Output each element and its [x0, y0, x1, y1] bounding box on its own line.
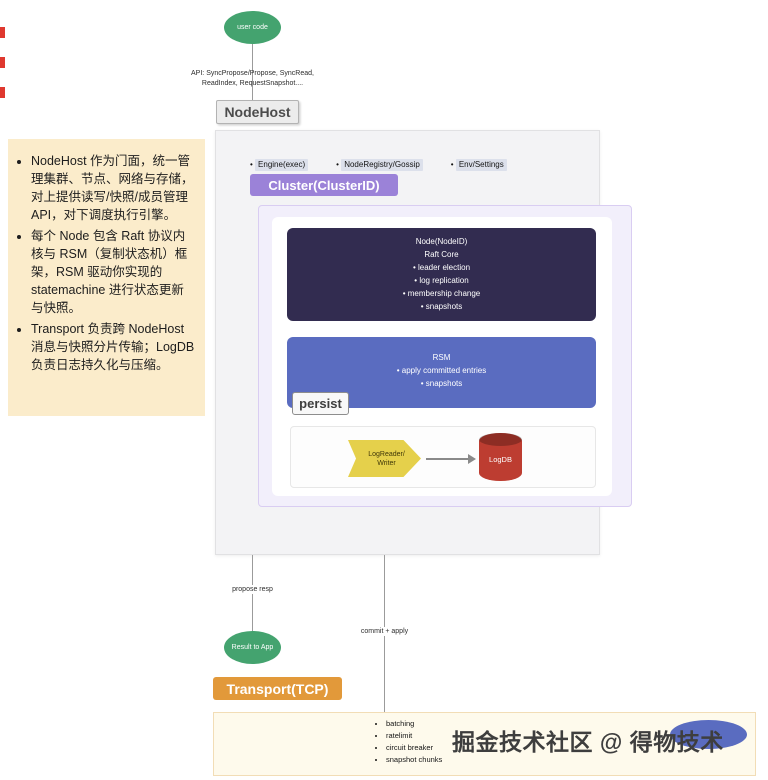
transport-feature: batching: [386, 718, 442, 730]
logdb-cylinder: LogDB: [479, 433, 522, 481]
notes-list: NodeHost 作为门面，统一管理集群、节点、网络与存储，对上提供读写/快照/…: [31, 152, 196, 374]
feature-item: Env/Settings: [451, 159, 507, 171]
api-label: API: SyncPropose/Propose, SyncRead, Read…: [150, 69, 355, 89]
raft-core-item: log replication: [287, 274, 596, 287]
rsm-item: snapshots: [287, 377, 596, 390]
rsm-item: apply committed entries: [287, 364, 596, 377]
feature-label-env: Env/Settings: [455, 159, 507, 171]
raft-core-item: snapshots: [287, 300, 596, 313]
user-code-node: user code: [224, 11, 281, 44]
transport-feature: circuit breaker: [386, 742, 442, 754]
transport-feature: snapshot chunks: [386, 754, 442, 766]
connector-user-to-nodehost: [252, 44, 253, 100]
note-item: NodeHost 作为门面，统一管理集群、节点、网络与存储，对上提供读写/快照/…: [31, 152, 196, 224]
nodehost-features: Engine(exec) NodeRegistry/Gossip Env/Set…: [250, 159, 507, 171]
user-code-label: user code: [237, 24, 268, 31]
raft-core-box: Node(NodeID) Raft Core leader election l…: [287, 228, 596, 321]
commit-apply-label: commit + apply: [344, 627, 425, 636]
watermark-text: 掘金技术社区 @ 得物技术: [452, 729, 724, 755]
rsm-list: apply committed entries snapshots: [287, 364, 596, 390]
persist-label: persist: [292, 392, 349, 415]
notes-panel: NodeHost 作为门面，统一管理集群、节点、网络与存储，对上提供读写/快照/…: [8, 139, 205, 416]
raft-core-item: membership change: [287, 287, 596, 300]
nodehost-title: NodeHost: [216, 100, 299, 124]
raft-core-item: leader election: [287, 261, 596, 274]
feature-item: NodeRegistry/Gossip: [336, 159, 423, 171]
feature-label-engine: Engine(exec): [255, 159, 309, 171]
logdb-label: LogDB: [489, 455, 512, 464]
note-item: 每个 Node 包含 Raft 协议内核与 RSM（复制状态机）框架，RSM 驱…: [31, 227, 196, 317]
result-to-app-label: Result to App: [231, 644, 274, 651]
edge-artifact: [0, 27, 5, 38]
log-reader-line2: Writer: [377, 459, 396, 467]
transport-features-list: batching ratelimit circuit breaker snaps…: [386, 718, 442, 766]
feature-item: Engine(exec): [250, 159, 309, 171]
log-reader-writer-badge: LogReader/ Writer: [348, 440, 421, 477]
log-reader-line1: LogReader/: [368, 450, 405, 458]
edge-artifact: [0, 57, 5, 68]
api-label-line1: API: SyncPropose/Propose, SyncRead,: [191, 70, 314, 77]
note-item: Transport 负责跨 NodeHost 消息与快照分片传输；LogDB 负…: [31, 320, 196, 374]
api-label-line2: ReadIndex, RequestSnapshot....: [201, 80, 304, 87]
transport-title: Transport(TCP): [213, 677, 342, 700]
logdb-panel: [290, 426, 596, 488]
cluster-label: Cluster(ClusterID): [250, 174, 398, 196]
node-title: Node(NodeID): [415, 237, 468, 246]
transport-panel: batching ratelimit circuit breaker snaps…: [213, 712, 756, 776]
feature-label-noderegistry: NodeRegistry/Gossip: [341, 159, 423, 171]
raft-core-list: leader election log replication membersh…: [287, 261, 596, 313]
transport-feature: ratelimit: [386, 730, 442, 742]
propose-resp-label: propose resp: [210, 585, 295, 594]
result-to-app-node: Result to App: [224, 631, 281, 664]
rsm-title: RSM: [432, 353, 451, 362]
node-subtitle: Raft Core: [424, 250, 459, 259]
arrow-to-logdb: [426, 458, 468, 460]
watermark-badge: [670, 720, 747, 749]
arrow-to-logdb-head: [468, 454, 476, 464]
edge-artifact: [0, 87, 5, 98]
